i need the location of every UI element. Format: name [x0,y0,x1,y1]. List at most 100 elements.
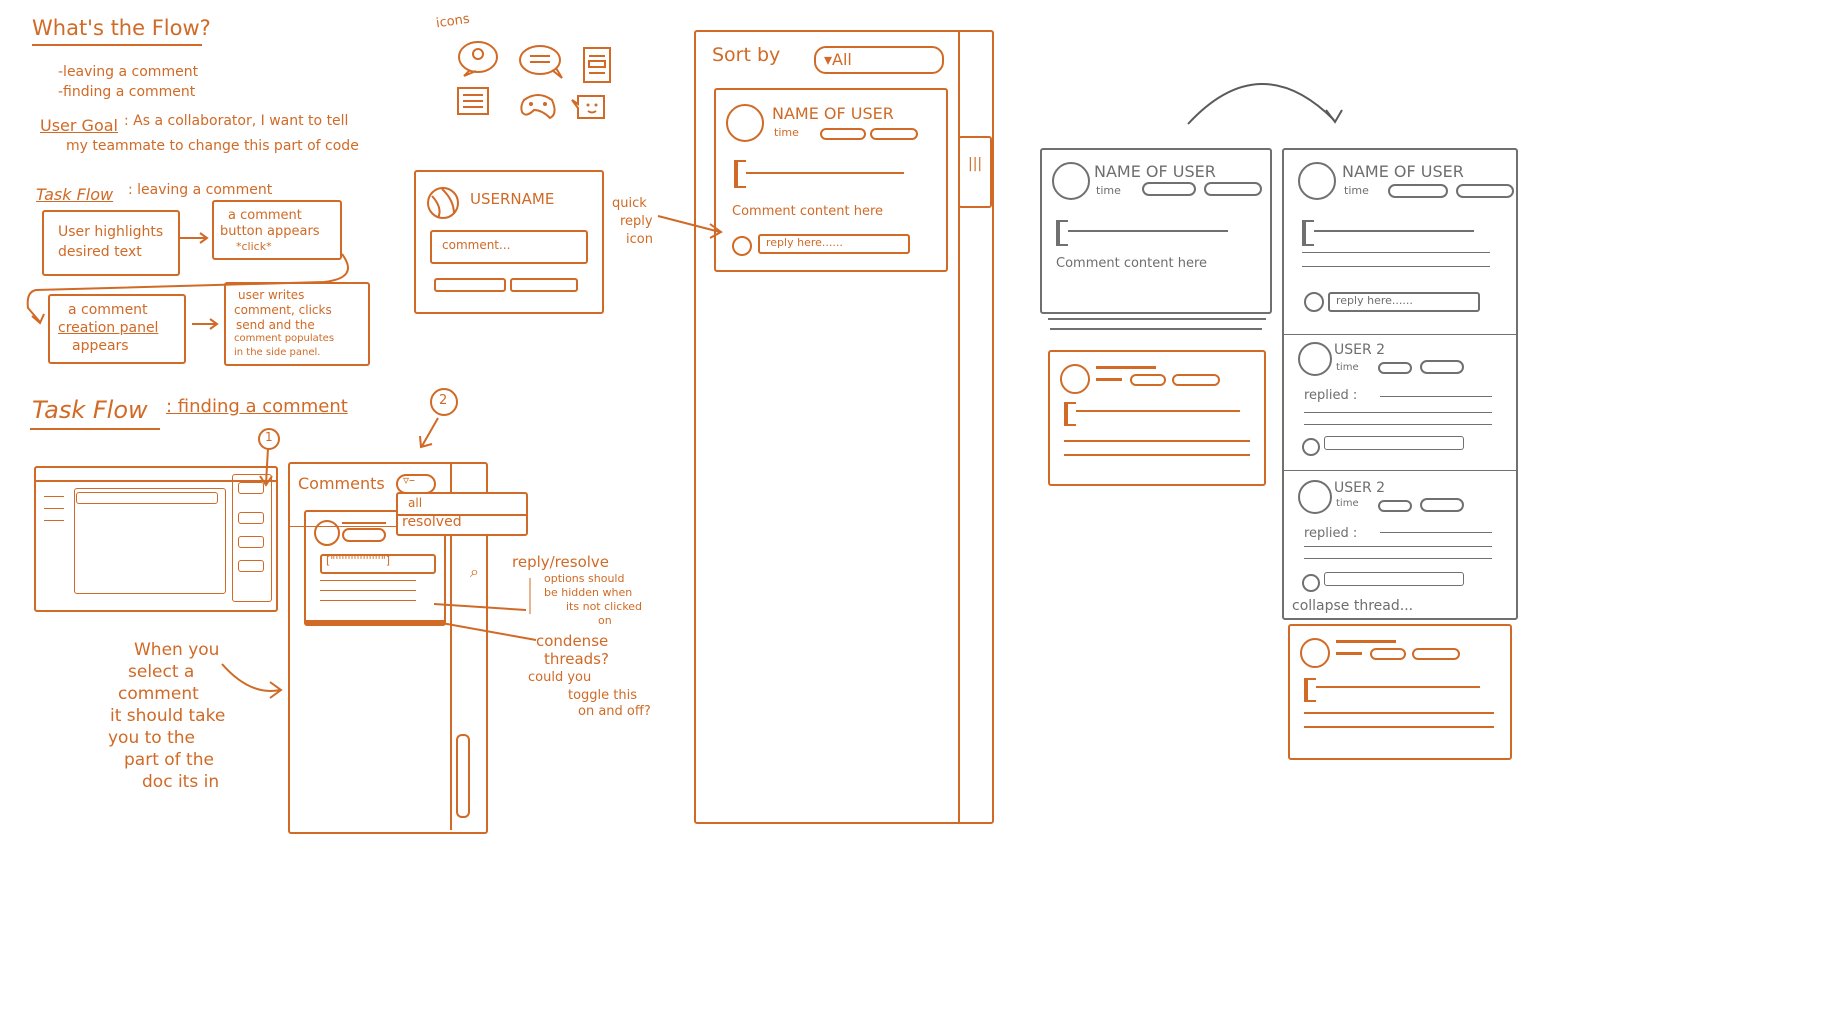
task-flow-leave-label: Task Flow [36,185,114,204]
reply-input[interactable]: reply here...... [758,234,910,254]
reply-input[interactable]: reply here...... [1328,292,1480,312]
tag-pill [870,128,918,140]
transition-arc-arrow [1187,83,1343,125]
code-line [1314,230,1474,232]
select-note-6: part of the [124,750,214,770]
condensed-thread-bar[interactable] [306,620,444,624]
doc-window-side-item [238,560,264,572]
reply-time: time [1336,498,1359,509]
arrow-step2-step3 [26,253,349,325]
avatar [314,520,340,546]
marker-1: 1 [258,428,280,450]
step2-line1: a comment [228,208,302,223]
content-line [1064,440,1250,442]
gray-comment-card[interactable]: NAME OF USER time Comment content here [1040,148,1272,314]
sort-dropdown[interactable]: ▾All [814,46,944,74]
task-flow-find-label: Task Flow [32,396,148,424]
select-note-4: it should take [110,706,226,726]
side-tab[interactable]: ||| [958,136,992,208]
quick-reply-icon[interactable] [1302,438,1320,456]
content-line [1304,726,1494,728]
user-goal-text-2: my teammate to change this part of code [66,138,359,154]
avatar [1298,342,1332,376]
comment-card[interactable]: ["'''''''''''''''"] [304,510,446,626]
step4-line2: comment, clicks [234,303,332,317]
reply-placeholder: reply here...... [1336,294,1413,307]
comment-time: time [774,126,799,139]
flow-step-1: User highlights desired text [42,210,180,276]
send-button[interactable] [510,278,578,292]
arrow-select-note [221,663,283,699]
code-squiggle: ["'''''''''''''''"] [326,554,391,567]
step1-line2: desired text [58,244,142,260]
reply-user-name: USER 2 [1334,342,1386,358]
step3-line3: appears [72,338,129,354]
marker-1-label: 1 [265,430,273,444]
bullet-leaving: -leaving a comment [58,64,199,80]
select-note-1: When you [134,640,220,660]
step2-line3: *click* [236,240,272,253]
tag-pill [1388,184,1448,198]
name-line [1096,366,1156,369]
quick-reply-icon[interactable] [1304,292,1324,312]
flow-step-4: user writes comment, clicks send and the… [224,282,370,366]
chevron-down-icon: ▿– [403,473,416,487]
scrollbar-thumb[interactable] [456,734,470,818]
reply-user-name: USER 2 [1334,480,1386,496]
reply-line [1304,558,1492,559]
tag-pill [1378,500,1412,512]
sort-label: Sort by [712,44,781,66]
reply-input[interactable] [1324,572,1464,586]
chat-lines-bubble-icon [519,45,563,79]
orange-comment-card-1[interactable] [1048,350,1266,486]
tag-pill [1204,182,1262,196]
tag-pill [1130,374,1166,386]
comment-creation-card: USERNAME comment... [414,170,604,314]
user-name: NAME OF USER [1342,162,1464,181]
main-comment-card[interactable]: NAME OF USER time Comment content here r… [714,88,948,272]
tag-pill [1420,498,1464,512]
content-line [320,590,416,591]
cancel-button[interactable] [434,278,506,292]
quick-reply-icon[interactable] [1302,574,1320,592]
comment-input[interactable]: comment... [430,230,588,264]
doc-window-side-item [238,482,264,494]
content-line [320,580,416,581]
comments-title: Comments [298,474,385,493]
time-pill [342,528,386,542]
quick-reply-note-1: quick [612,196,647,211]
collapse-thread-link[interactable]: collapse thread... [1292,598,1414,614]
comment-content: Comment content here [1056,256,1208,271]
username-label: USERNAME [470,190,555,208]
gray-thread-panel: NAME OF USER time reply here...... USER … [1282,148,1518,620]
code-bracket [1302,220,1314,246]
thread-divider [1284,470,1516,471]
pointer-lines [433,578,537,641]
dropdown-option-all[interactable]: all [408,496,423,510]
doc-window-sketch [34,466,278,612]
quick-reply-icon[interactable] [732,236,752,256]
marker-2-label: 2 [439,393,448,408]
avatar [1300,638,1330,668]
reply-note-2: options should [544,572,625,585]
reply-input[interactable] [1324,436,1464,450]
filter-dropdown[interactable]: ▿– [396,473,436,494]
avatar [427,187,459,219]
tag-pill [1370,648,1406,660]
condense-note-5: on and off? [578,704,651,719]
doc-window-page [74,488,226,594]
sort-value: All [832,50,852,69]
user-name: NAME OF USER [772,104,894,123]
user-goal-label: User Goal [40,116,118,135]
user-name: NAME OF USER [1094,162,1216,181]
code-bracket [1056,220,1068,246]
search-icon[interactable]: ⌕ [470,562,479,581]
avatar [1060,364,1090,394]
orange-comment-card-2[interactable] [1288,624,1512,760]
comment-time: time [1344,184,1369,197]
step4-line4: comment populates [234,333,335,344]
avatar [726,104,764,142]
tag-pill [1412,648,1460,660]
select-note-3: comment [118,684,199,704]
dropdown-option-resolved[interactable]: resolved [402,514,462,530]
